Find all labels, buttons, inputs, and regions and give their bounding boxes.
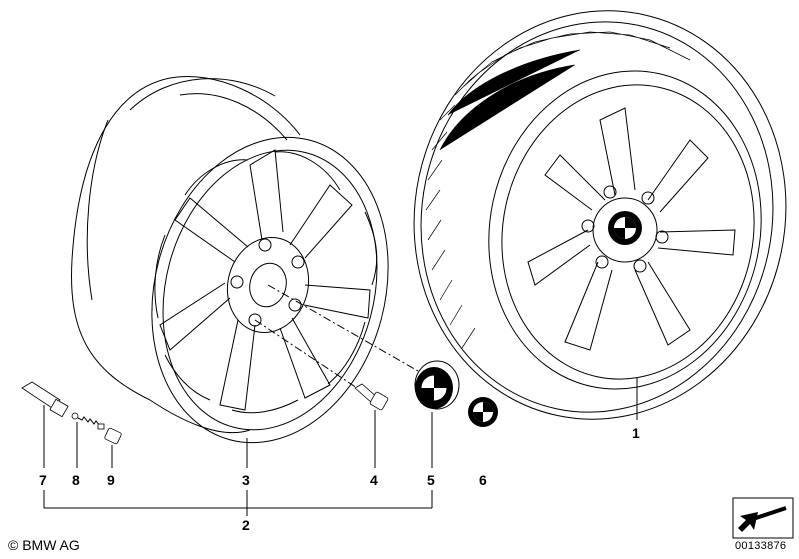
- diagram-id: 00133876: [735, 540, 787, 552]
- hub-cap: [414, 360, 460, 410]
- label-1: 1: [632, 425, 640, 441]
- copyright-text: © BMW AG: [8, 537, 80, 553]
- label-9: 9: [107, 472, 115, 488]
- valve-stem: [21, 381, 69, 418]
- label-2: 2: [242, 517, 250, 533]
- wheel-bolt: [354, 383, 389, 411]
- valve-cap: [104, 427, 122, 445]
- valve-core: [71, 412, 105, 430]
- emblem-badge: [468, 397, 498, 427]
- bmw-roundel-icon: [608, 211, 642, 245]
- forward-arrow-icon[interactable]: [732, 497, 794, 539]
- label-6: 6: [479, 472, 487, 488]
- label-3: 3: [242, 472, 250, 488]
- label-7: 7: [39, 472, 47, 488]
- label-8: 8: [72, 472, 80, 488]
- alloy-rim: [71, 76, 389, 444]
- label-5: 5: [427, 472, 435, 488]
- complete-wheel: [413, 10, 787, 420]
- label-4: 4: [370, 472, 378, 488]
- leader-lines: [43, 378, 638, 516]
